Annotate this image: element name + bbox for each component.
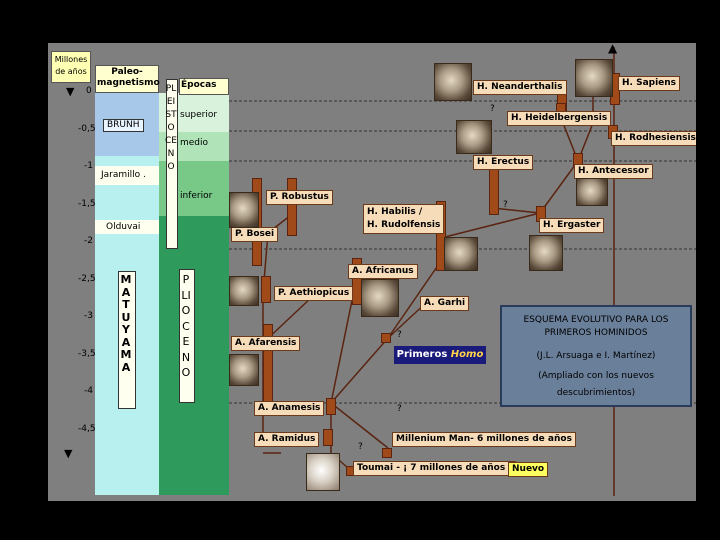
species-heidelbergensis: H. Heidelbergensis: [507, 111, 612, 126]
species-ergaster: H. Ergaster: [539, 218, 605, 233]
sapiens-arrow-icon: ▲: [608, 43, 618, 55]
epoch-medio: medio: [180, 138, 209, 148]
time-arrow-down-icon: ▼: [64, 447, 73, 460]
skull-image-toumai: [306, 453, 340, 491]
epoch-inferior: inferior: [180, 191, 213, 201]
info-note-line2: descubrimientos): [556, 388, 636, 398]
species-habilis-line2: H. Rudolfensis: [367, 220, 441, 230]
brunh-label: BRUNH: [103, 119, 144, 132]
bar-robustus: [287, 178, 297, 236]
info-title-line2: PRIMEROS HOMINIDOS: [544, 328, 648, 338]
tick-label: -2: [84, 236, 93, 246]
axis-header: Millones de años: [54, 55, 88, 76]
epochs-title: Épocas: [181, 80, 217, 90]
skull-image-antecessor: [576, 178, 608, 206]
tick-label: -2,5: [78, 274, 96, 284]
species-millenium: Millenium Man- 6 millones de años: [392, 432, 576, 447]
question-mark: ?: [503, 200, 508, 210]
species-garhi: A. Garhi: [420, 296, 470, 311]
question-mark: ?: [358, 442, 363, 452]
time-arrow-up-icon: ▼: [66, 85, 75, 98]
primeros-homo: Homo: [450, 349, 484, 360]
skull-image-habilis: [444, 237, 478, 271]
tick-label: -4,5: [78, 424, 96, 434]
info-box: ESQUEMA EVOLUTIVO PARA LOS PRIMEROS HOMI…: [500, 305, 692, 407]
bar-ramidus: [323, 429, 333, 446]
info-authors: (J.L. Arsuaga e I. Martínez): [536, 351, 656, 361]
matuyama-label: MATUYAMA: [120, 273, 132, 374]
skull-image-ergaster: [529, 235, 563, 271]
bar-aethiopicus: [261, 276, 271, 303]
bar-millenium: [382, 448, 392, 458]
question-mark: ?: [397, 404, 402, 414]
bar-garhi: [381, 333, 391, 343]
skull-image-aethiopicus: [229, 276, 259, 306]
skull-image-neanderthalis: [434, 63, 472, 101]
species-aethiopicus: P. Aethiopicus: [274, 286, 354, 301]
info-note-line1: (Ampliado con los nuevos: [538, 371, 654, 381]
diagram-panel: Millones de años ▼ ▼ 0 -0,5 -1 -1,5 -2 -…: [48, 43, 696, 501]
pliocene-label: PLIOCENO: [181, 273, 191, 379]
epochs-header: [179, 78, 229, 95]
species-toumai: Toumai - ¡ 7 millones de años !: [353, 461, 517, 476]
pliocene-box: [179, 269, 195, 403]
olduvai-band: [95, 220, 159, 234]
tick-label: -1: [84, 161, 93, 171]
species-africanus: A. Africanus: [348, 264, 418, 279]
tick-label: -3: [84, 311, 93, 321]
primeros-prefix: Primeros: [396, 349, 448, 360]
question-mark: ?: [397, 330, 402, 340]
species-sapiens: H. Sapiens: [618, 76, 681, 91]
skull-image-africanus: [361, 279, 399, 317]
nuevo-badge: Nuevo: [508, 462, 549, 477]
skull-image-boisei: [229, 192, 259, 228]
species-antecessor: H. Antecessor: [574, 164, 653, 179]
tick-label: 0: [86, 86, 92, 96]
species-habilis-line1: H. Habilis /: [367, 207, 423, 217]
species-ramidus: A. Ramidus: [254, 432, 320, 447]
pleistocene-box: [166, 79, 178, 249]
pleistocene-label: PLEISTOCENO: [165, 84, 177, 172]
axis-header-box: Millones de años: [51, 51, 91, 83]
matuyama-box: [118, 271, 136, 409]
bar-anamensis: [326, 398, 336, 415]
tick-label: -4: [84, 386, 93, 396]
skull-image-heidelbergensis: [456, 120, 492, 154]
olduvai-label: Olduvai: [106, 222, 141, 232]
species-habilis: H. Habilis / H. Rudolfensis: [363, 204, 445, 234]
species-erectus: H. Erectus: [473, 155, 534, 170]
paleomagnetism-header: [95, 65, 159, 93]
species-neanderthalis: H. Neanderthalis: [473, 80, 567, 95]
jaramillo-band: [95, 166, 159, 185]
species-afarensis: A. Afarensis: [231, 336, 301, 351]
paleomagnetism-title: Paleo-magnetismo: [97, 67, 160, 88]
species-boisei: P. Bosei: [231, 227, 279, 242]
tick-label: -1,5: [78, 199, 96, 209]
primeros-homo-banner: Primeros Homo: [394, 346, 486, 364]
tick-label: -3,5: [78, 349, 96, 359]
info-title-line1: ESQUEMA EVOLUTIVO PARA LOS: [523, 315, 669, 325]
species-anamensis: A. Anamesis: [254, 401, 325, 416]
species-rhodesiensis: H. Rodhesiensis: [611, 131, 696, 146]
skull-image-afarensis: [229, 354, 259, 386]
question-mark: ?: [490, 104, 495, 114]
species-robustus: P. Robustus: [266, 190, 333, 205]
epoch-superior: superior: [180, 110, 218, 120]
tick-label: -0,5: [78, 124, 96, 134]
skull-image-sapiens: [575, 59, 613, 97]
jaramillo-label: Jaramillo .: [101, 170, 146, 180]
bar-habilis: [436, 201, 446, 271]
